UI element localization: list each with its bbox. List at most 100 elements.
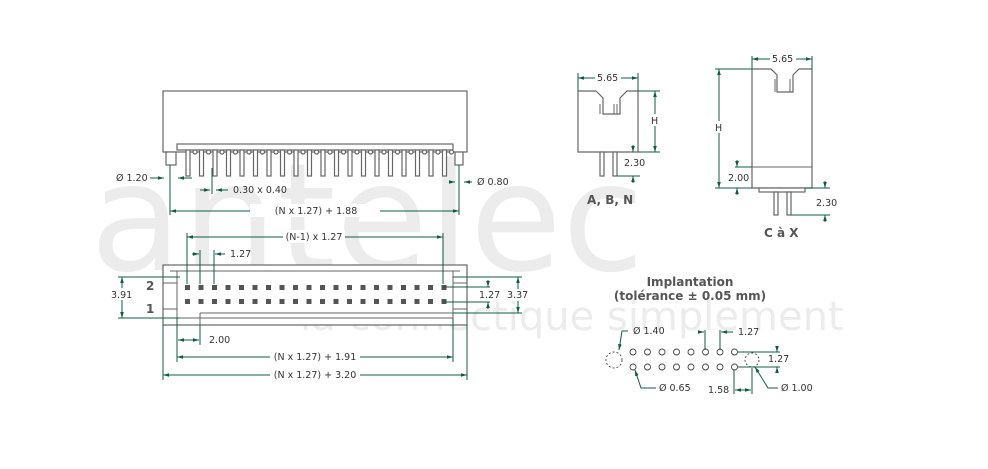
row-2-label: 2: [146, 279, 154, 293]
cx-base-label: 2.00: [728, 173, 749, 184]
pin-row1: [306, 299, 312, 304]
pin: [333, 149, 340, 177]
pin-row2: [252, 285, 258, 290]
pin-row2: [266, 285, 271, 290]
pin: [185, 149, 191, 177]
profile-cx: 5.65 H 2.00 2.30 C à X: [713, 53, 837, 240]
pin-hole: [246, 149, 252, 155]
footprint-hole: [673, 363, 680, 371]
cx-width-label: 5.65: [772, 54, 793, 65]
footprint-hole: [629, 348, 637, 356]
side-dia-left-label: Ø 1.20: [116, 173, 148, 184]
footprint-hole: [644, 348, 651, 356]
pin: [198, 149, 205, 177]
side-view: (N x 1.27) + 1.88 Ø 1.20 0.30 x 0.40 Ø 0…: [116, 90, 509, 217]
pin-row1: [225, 299, 231, 304]
pin-row2: [401, 285, 406, 290]
dia-peg-label: Ø 1.00: [781, 383, 813, 394]
pin-hole: [435, 149, 441, 155]
pin-hole: [192, 149, 198, 155]
pin-row1: [347, 299, 352, 304]
height-left-label: 3.91: [111, 290, 132, 301]
pitch-span-label: (N-1) x 1.27: [286, 232, 343, 243]
outer-length-label: (N x 1.27) + 3.20: [274, 370, 357, 381]
abn-caption: A, B, N: [587, 193, 633, 207]
pin: [347, 149, 353, 177]
pin-row1: [428, 299, 433, 304]
pin-row2: [212, 285, 217, 290]
pin-row2: [306, 285, 312, 290]
pin-row1: [374, 299, 379, 304]
pin-row2: [225, 285, 231, 290]
footprint-subtitle: (tolérance ± 0.05 mm): [614, 289, 766, 303]
side-length-label: (N x 1.27) + 1.88: [275, 206, 358, 217]
pin: [414, 149, 421, 177]
pin: [306, 149, 313, 177]
fp-row-pitch-label: 1.27: [768, 354, 789, 365]
pin-row2: [279, 285, 285, 290]
pin-row1: [293, 299, 298, 304]
pin-row1: [401, 299, 406, 304]
pin-hole: [232, 149, 239, 155]
pin-hole: [340, 149, 347, 155]
footprint-hole: [716, 363, 724, 371]
footprint-hole: [687, 348, 695, 356]
pin-row1: [279, 299, 285, 304]
height-right-label: 3.37: [507, 290, 528, 301]
pin-hole: [219, 149, 225, 155]
abn-pin-label: 2.30: [624, 158, 645, 169]
pin-row1: [333, 299, 339, 304]
pin-row1: [414, 299, 420, 304]
pin: [279, 149, 286, 177]
pin-row2: [198, 285, 204, 290]
pin: [225, 149, 232, 177]
cx-pin-label: 2.30: [816, 198, 837, 209]
pin-row1: [266, 299, 271, 304]
pin: [212, 149, 218, 177]
pin-row1: [387, 299, 393, 304]
pin-row1: [360, 299, 366, 304]
footprint-hole: [658, 348, 666, 356]
footprint-hole: [658, 363, 666, 371]
row-1-label: 1: [146, 302, 154, 316]
footprint-hole: [731, 348, 738, 356]
pin-hole: [273, 149, 279, 155]
pin-row2: [414, 285, 420, 290]
pin-hole: [300, 149, 306, 155]
pin-row2: [185, 285, 190, 290]
pin: [387, 149, 394, 177]
pin-row1: [212, 299, 217, 304]
pin-hole: [421, 149, 428, 155]
inner-length-label: (N x 1.27) + 1.91: [274, 352, 357, 363]
pin-hole: [354, 149, 360, 155]
pin-hole: [394, 149, 401, 155]
pin: [374, 149, 380, 177]
profile-abn: 5.65 H 2.30 A, B, N: [577, 71, 661, 207]
pin-row1: [252, 299, 258, 304]
pin: [239, 149, 245, 177]
pin-hole: [259, 149, 266, 155]
pin: [320, 149, 326, 177]
pin: [360, 149, 367, 177]
cx-caption: C à X: [764, 226, 799, 240]
pin: [252, 149, 259, 177]
pin-hole: [327, 149, 333, 155]
top-view: 2 1 (N-1) x 1.27 1.27 3.91 1.27 3.37: [110, 230, 528, 381]
pin: [293, 149, 299, 177]
footprint: Implantation (tolérance ± 0.05 mm) Ø 1.4…: [605, 275, 813, 396]
footprint-hole: [731, 363, 738, 371]
abn-height-label: H: [651, 116, 658, 127]
pin-row1: [185, 299, 190, 304]
pin-row2: [293, 285, 298, 290]
dia-large-label: Ø 1.40: [633, 326, 665, 337]
pin-hole: [313, 149, 320, 155]
fp-offset-label: 1.58: [708, 385, 729, 396]
pin-hole: [381, 149, 387, 155]
pin-hole: [448, 149, 455, 155]
pin-hole: [205, 149, 212, 155]
pin-row1: [320, 299, 325, 304]
pin-row2: [360, 285, 366, 290]
offset-label: 2.00: [209, 335, 230, 346]
pin-row2: [428, 285, 433, 290]
